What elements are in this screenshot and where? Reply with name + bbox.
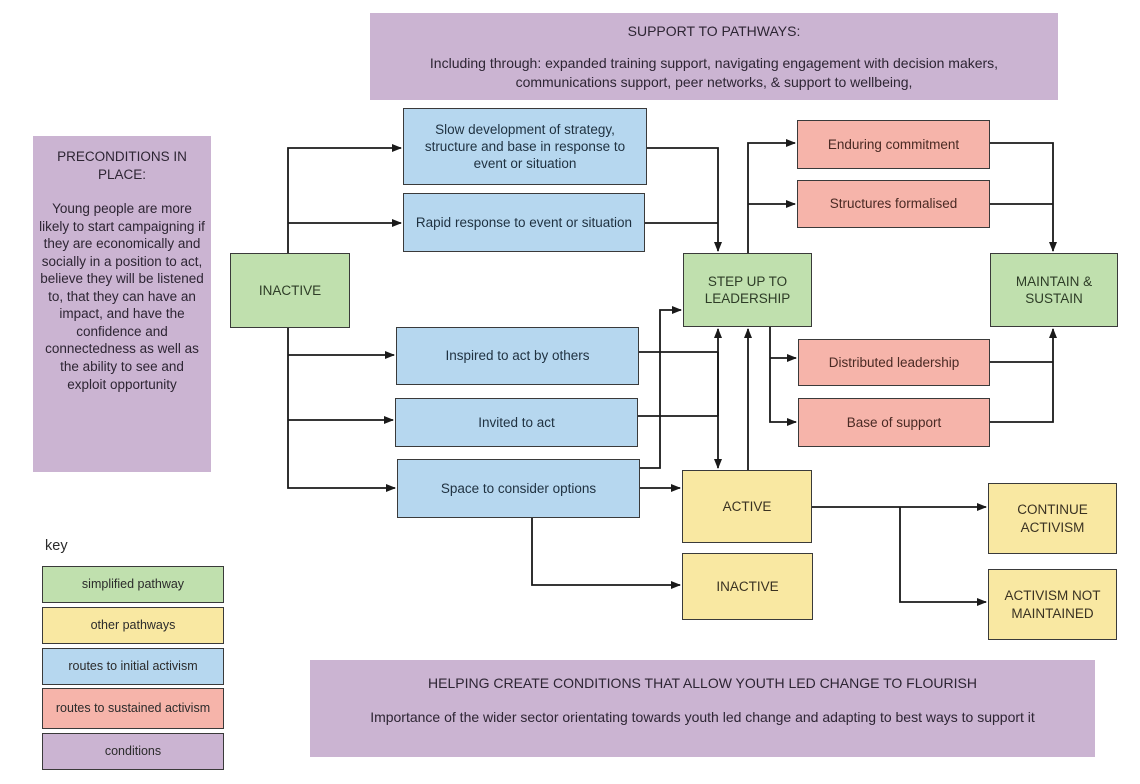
node-label: Invited to act xyxy=(478,414,555,430)
key-item-label: routes to sustained activism xyxy=(55,701,211,715)
arrow-inactive-to-space xyxy=(287,328,396,492)
preconditions-body: Young people are more likely to start ca… xyxy=(39,201,205,392)
key-item-label: routes to initial activism xyxy=(68,659,198,673)
node-inactive-start: INACTIVE xyxy=(230,253,350,328)
node-label: Base of support xyxy=(846,414,942,430)
arrow-active-to-not-maintained xyxy=(899,507,987,606)
node-rapid-response: Rapid response to event or situation xyxy=(403,193,645,252)
node-activism-not-maintained: ACTIVISM NOT MAINTAINED xyxy=(988,569,1117,640)
helping-conditions-banner: HELPING CREATE CONDITIONS THAT ALLOW YOU… xyxy=(310,660,1095,757)
node-label: Structures formalised xyxy=(829,196,958,212)
node-base-of-support: Base of support xyxy=(798,398,990,447)
node-label: ACTIVE xyxy=(722,498,772,514)
node-label: MAINTAIN & SUSTAIN xyxy=(1015,273,1093,306)
helping-banner-title: HELPING CREATE CONDITIONS THAT ALLOW YOU… xyxy=(428,675,977,691)
arrow-step-up-to-base-support xyxy=(769,327,797,426)
key-item-routes-sustained: routes to sustained activism xyxy=(42,688,224,729)
key-item-simplified-pathway: simplified pathway xyxy=(42,566,224,603)
support-banner-title: SUPPORT TO PATHWAYS: xyxy=(627,23,801,39)
node-label: INACTIVE xyxy=(716,578,779,594)
node-label: Rapid response to event or situation xyxy=(415,214,633,230)
arrow-slow-development-to-step-up xyxy=(647,147,722,252)
arrow-space-to-inactive xyxy=(531,518,681,589)
key-item-label: conditions xyxy=(104,744,162,758)
key-title: key xyxy=(45,538,68,554)
node-label: Inspired to act by others xyxy=(445,348,590,364)
node-label: ACTIVISM NOT MAINTAINED xyxy=(1004,588,1101,621)
node-invited-to-act: Invited to act xyxy=(395,398,638,447)
node-enduring-commitment: Enduring commitment xyxy=(797,120,990,169)
node-maintain-sustain: MAINTAIN & SUSTAIN xyxy=(990,253,1118,327)
node-label: Enduring commitment xyxy=(827,136,960,152)
node-label: INACTIVE xyxy=(258,282,322,298)
node-structures-formalised: Structures formalised xyxy=(797,180,990,228)
node-continue-activism: CONTINUE ACTIVISM xyxy=(988,483,1117,554)
node-space-to-consider: Space to consider options xyxy=(397,459,640,518)
key-item-routes-initial: routes to initial activism xyxy=(42,648,224,685)
node-step-up-to-leadership: STEP UP TO LEADERSHIP xyxy=(683,253,812,327)
node-label: CONTINUE ACTIVISM xyxy=(1017,502,1088,535)
preconditions-box: PRECONDITIONS IN PLACE: Young people are… xyxy=(33,136,211,472)
node-distributed-leadership: Distributed leadership xyxy=(798,339,990,386)
support-banner-body: Including through: expanded training sup… xyxy=(429,54,999,90)
node-label: STEP UP TO LEADERSHIP xyxy=(704,273,791,306)
node-label: Space to consider options xyxy=(440,480,597,496)
key-item-conditions: conditions xyxy=(42,733,224,770)
node-inactive-end: INACTIVE xyxy=(682,553,813,620)
arrow-inactive-to-slow-development xyxy=(287,144,402,253)
helping-banner-body: Importance of the wider sector orientati… xyxy=(370,708,1035,725)
support-to-pathways-banner: SUPPORT TO PATHWAYS: Including through: … xyxy=(370,13,1058,100)
node-label: Slow development of strategy, structure … xyxy=(424,121,626,172)
preconditions-title: PRECONDITIONS IN PLACE: xyxy=(57,149,187,182)
key-item-label: simplified pathway xyxy=(81,577,185,591)
arrow-enduring-to-maintain xyxy=(990,142,1057,252)
node-slow-development: Slow development of strategy, structure … xyxy=(403,108,647,185)
node-inspired-to-act: Inspired to act by others xyxy=(396,327,639,385)
arrow-step-up-to-enduring xyxy=(747,139,796,253)
node-label: Distributed leadership xyxy=(828,354,960,370)
arrow-space-to-step-up xyxy=(640,306,682,469)
key-item-label: other pathways xyxy=(90,618,176,632)
node-active: ACTIVE xyxy=(682,470,812,543)
arrow-base-support-to-maintain xyxy=(990,328,1057,423)
key-item-other-pathways: other pathways xyxy=(42,607,224,644)
